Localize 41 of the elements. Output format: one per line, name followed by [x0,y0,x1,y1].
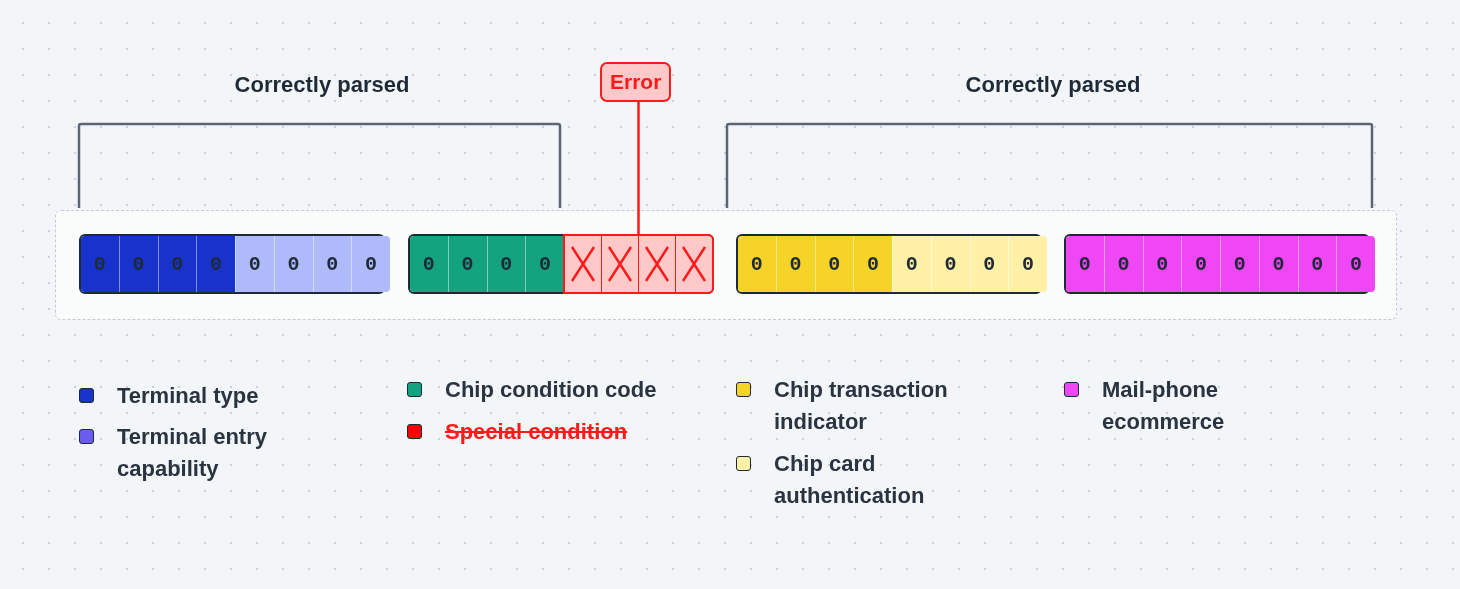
bit-cell: 0 [81,236,119,292]
bit-cell: 0 [1066,236,1104,292]
legend-label: Chip condition code [445,376,658,404]
legend-label: Chip transaction indicator [774,376,949,436]
section-heading: Correctly parsed [234,72,410,98]
bit-cell: 0 [1220,236,1259,292]
bit-cell: 0 [235,236,274,292]
bit-cell: 0 [1181,236,1220,292]
bit-cell: 0 [447,236,487,292]
bit-cell: 0 [118,236,158,292]
legend-label: Chip card authentication [774,450,926,510]
bit-cell: 0 [814,236,854,292]
section-heading: Correctly parsed [965,72,1141,98]
legend-label: Special condition [445,418,629,446]
bit-cell: 0 [775,236,815,292]
bit-cell: 0 [351,236,390,292]
byte-field [408,234,714,294]
legend-label: Terminal entry capability [117,423,268,483]
bit-cell: 0 [1336,236,1375,292]
bit-cell: 0 [273,236,313,292]
bit-cell: 0 [525,236,564,292]
bit-cell: 0 [157,236,197,292]
bit-cell: 0 [486,236,526,292]
bit-cell: 0 [969,236,1009,292]
legend-label: Mail-phone ecommerce [1102,376,1226,436]
bit-cell: 0 [410,236,448,292]
bit-cell: 0 [1008,236,1047,292]
leader-line [637,102,640,234]
bit-cell: 0 [1258,236,1298,292]
bit-cell: 0 [1103,236,1143,292]
bit-cell: 0 [1142,236,1182,292]
error-callout: Error [600,62,672,102]
bit-cell: 0 [930,236,970,292]
bit-cell: 0 [892,236,931,292]
bit-cell: 0 [1297,236,1337,292]
bit-cell: 0 [738,236,776,292]
bit-cell: 0 [196,236,235,292]
bit-cell: 0 [312,236,352,292]
bit-cell: 0 [853,236,892,292]
legend-label: Terminal type [117,382,260,410]
error-segment [563,234,714,294]
